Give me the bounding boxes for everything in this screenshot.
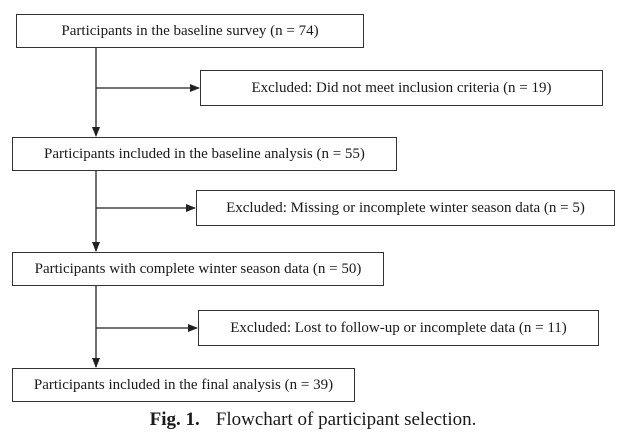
caption-label: Fig. 1. [149,409,200,430]
baseline-analysis-box: Participants included in the baseline an… [12,137,397,171]
complete-winter-text: Participants with complete winter season… [34,260,362,277]
baseline-survey-text: Participants in the baseline survey (n =… [61,22,319,39]
excluded-criteria-text: Excluded: Did not meet inclusion criteri… [251,79,552,96]
caption-text: Flowchart of participant selection. [215,409,477,430]
final-analysis-box: Participants included in the final analy… [12,368,355,402]
excluded-criteria-box: Excluded: Did not meet inclusion criteri… [200,70,603,106]
excluded-followup-text: Excluded: Lost to follow-up or incomplet… [230,319,567,336]
complete-winter-box: Participants with complete winter season… [12,252,384,286]
baseline-survey-box: Participants in the baseline survey (n =… [16,14,364,48]
baseline-analysis-text: Participants included in the baseline an… [44,145,365,162]
excluded-followup-box: Excluded: Lost to follow-up or incomplet… [198,310,599,346]
excluded-winter-box: Excluded: Missing or incomplete winter s… [196,190,615,226]
figure-caption: Fig. 1. Flowchart of participant selectio… [0,409,626,431]
final-analysis-text: Participants included in the final analy… [33,376,334,393]
excluded-winter-text: Excluded: Missing or incomplete winter s… [226,199,585,216]
